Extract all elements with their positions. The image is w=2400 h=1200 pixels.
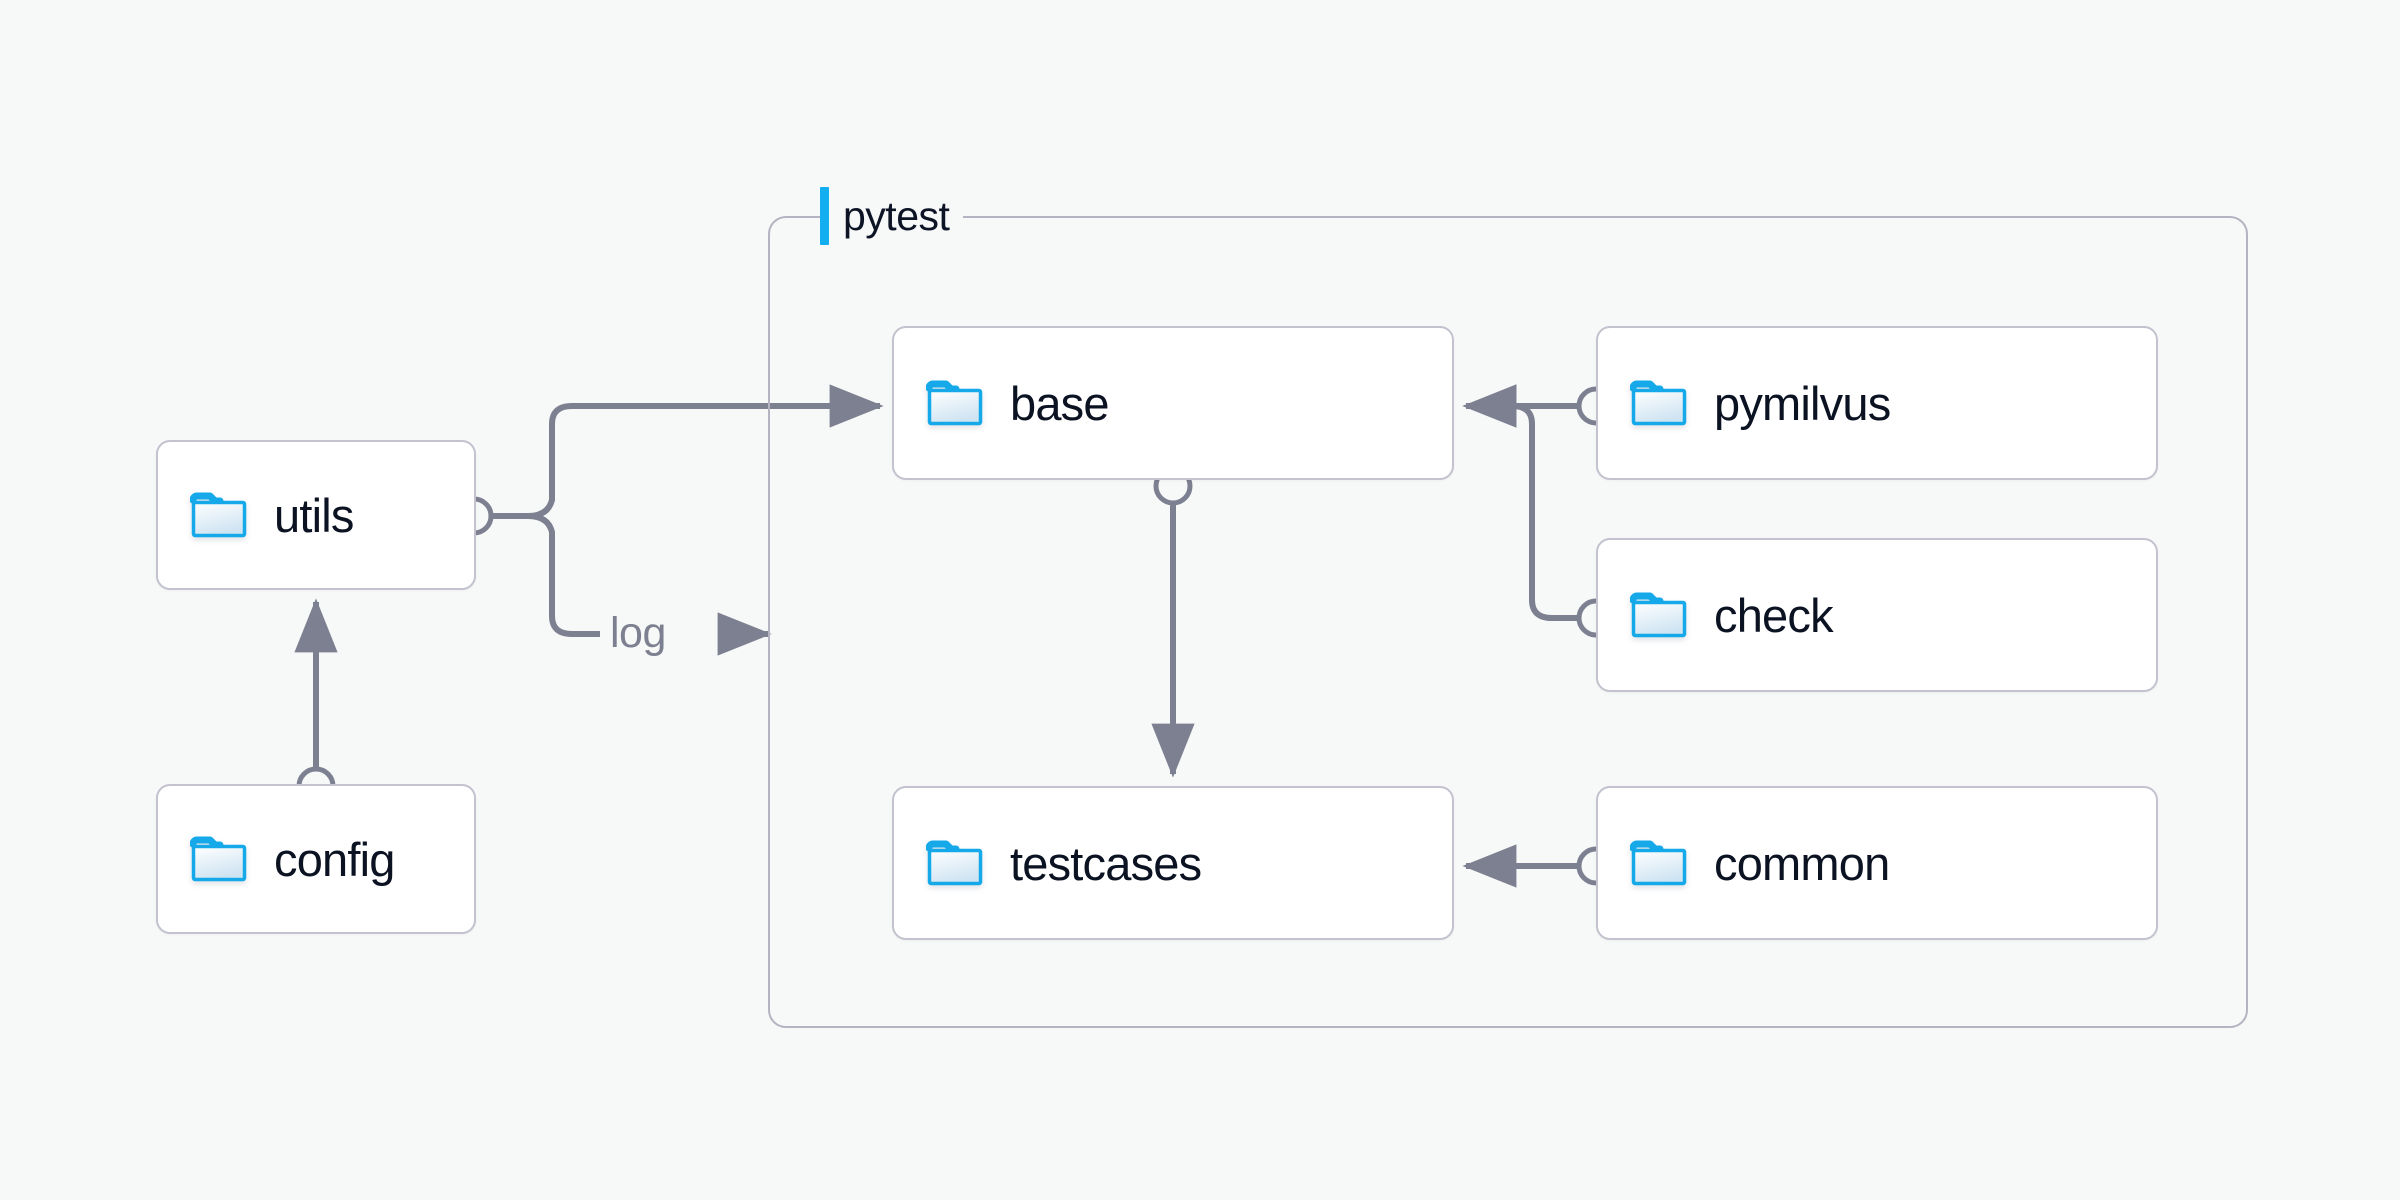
folder-icon xyxy=(1630,840,1687,886)
node-check[interactable]: check xyxy=(1596,538,2158,692)
node-common[interactable]: common xyxy=(1596,786,2158,940)
edge-label-log: log xyxy=(604,612,672,655)
node-base-content: base xyxy=(894,376,1110,430)
node-check-content: check xyxy=(1598,588,1834,642)
node-check-label: check xyxy=(1714,588,1834,642)
group-pytest[interactable] xyxy=(768,216,2248,1028)
node-pymilvus-content: pymilvus xyxy=(1598,376,1891,430)
node-config-label: config xyxy=(274,832,395,886)
node-testcases-content: testcases xyxy=(894,836,1202,890)
edge-utils-to-log xyxy=(492,513,600,637)
group-pytest-header: pytest xyxy=(820,186,964,246)
folder-icon xyxy=(1630,380,1687,426)
node-utils-content: utils xyxy=(158,491,354,539)
node-testcases-label: testcases xyxy=(1010,836,1202,890)
folder-icon xyxy=(190,492,247,538)
folder-icon xyxy=(190,836,247,882)
node-utils-label: utils xyxy=(274,488,354,542)
group-pytest-label: pytest xyxy=(843,192,950,239)
folder-icon xyxy=(1630,592,1687,638)
folder-icon xyxy=(926,380,983,426)
vertical-bar-marker-icon xyxy=(820,187,829,245)
node-config[interactable]: config xyxy=(156,784,476,934)
node-pymilvus[interactable]: pymilvus xyxy=(1596,326,2158,480)
node-common-label: common xyxy=(1714,836,1890,890)
node-utils[interactable]: utils xyxy=(156,440,476,590)
node-testcases[interactable]: testcases xyxy=(892,786,1454,940)
folder-icon xyxy=(926,840,983,886)
node-common-content: common xyxy=(1598,836,1890,890)
node-base[interactable]: base xyxy=(892,326,1454,480)
node-config-content: config xyxy=(158,835,395,883)
node-base-label: base xyxy=(1010,376,1110,430)
node-pymilvus-label: pymilvus xyxy=(1714,376,1891,430)
